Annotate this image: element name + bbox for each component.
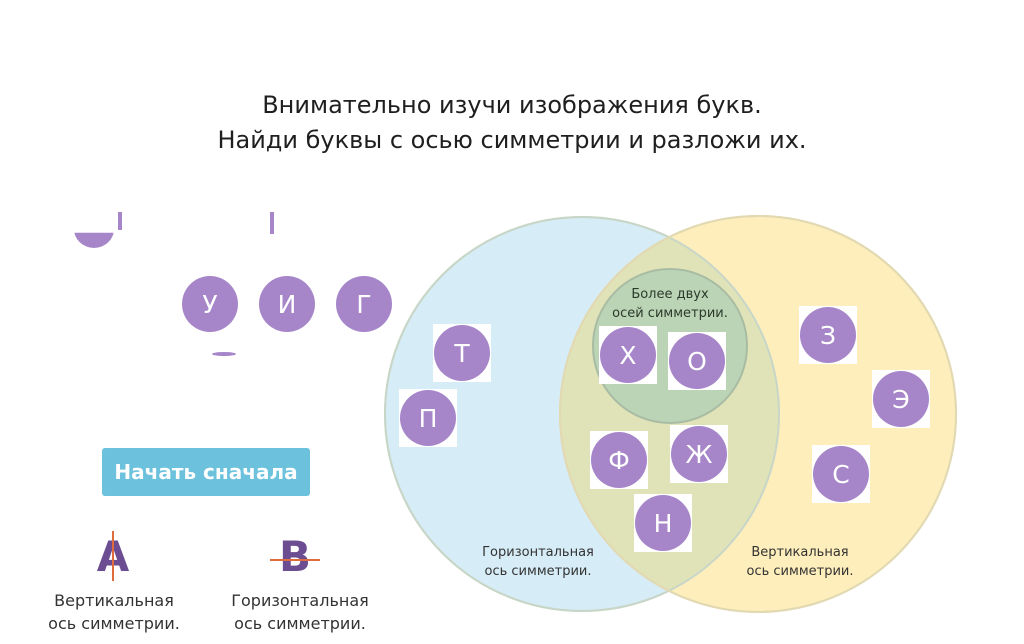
tile-x[interactable]: Х — [599, 326, 657, 384]
legend-horizontal-glyph: B — [278, 532, 311, 581]
hidden-letter-fragment — [74, 232, 114, 248]
letter-f[interactable]: Ф — [591, 432, 647, 488]
instructions: Внимательно изучи изображения букв. Найд… — [0, 88, 1024, 158]
letter-i[interactable]: И — [259, 276, 315, 332]
tile-e[interactable]: Э — [872, 370, 930, 428]
left-circle-outline — [384, 216, 780, 612]
hidden-letter-fragment — [270, 212, 274, 234]
restart-button[interactable]: Начать сначала — [102, 448, 310, 496]
letter-n[interactable]: Н — [635, 495, 691, 551]
hidden-letter-fragment — [212, 352, 236, 356]
letter-x[interactable]: Х — [600, 327, 656, 383]
letter-u[interactable]: У — [182, 276, 238, 332]
tile-z[interactable]: З — [799, 306, 857, 364]
letter-s[interactable]: С — [813, 446, 869, 502]
instruction-line-1: Внимательно изучи изображения букв. — [262, 91, 762, 119]
instruction-line-2: Найди буквы с осью симметрии и разложи и… — [217, 126, 807, 154]
tile-n[interactable]: Н — [634, 494, 692, 552]
multi-axis-label: Более двух осей симметрии. — [612, 287, 728, 321]
tile-f[interactable]: Ф — [590, 431, 648, 489]
tile-p[interactable]: П — [399, 389, 457, 447]
letter-p[interactable]: П — [400, 390, 456, 446]
tile-zh[interactable]: Ж — [670, 425, 728, 483]
hidden-letter-fragment — [118, 212, 122, 230]
legend-horizontal-caption: Горизонтальная ось симметрии. — [231, 591, 369, 633]
letter-t[interactable]: Т — [434, 325, 490, 381]
vertical-axis-line-icon — [112, 531, 114, 581]
letter-zh[interactable]: Ж — [671, 426, 727, 482]
letter-z[interactable]: З — [800, 307, 856, 363]
horizontal-axis-label: Горизонтальная ось симметрии. — [482, 545, 594, 579]
letter-o[interactable]: О — [669, 333, 725, 389]
tile-t[interactable]: Т — [433, 324, 491, 382]
tile-o[interactable]: О — [668, 332, 726, 390]
letter-e[interactable]: Э — [873, 371, 929, 427]
horizontal-axis-line-icon — [270, 559, 320, 561]
vertical-axis-label: Вертикальная ось симметрии. — [746, 545, 854, 579]
tile-s[interactable]: С — [812, 445, 870, 503]
right-circle-outline — [559, 215, 957, 613]
legend-vertical-caption: Вертикальная ось симметрии. — [48, 591, 180, 633]
letter-g[interactable]: Г — [336, 276, 392, 332]
